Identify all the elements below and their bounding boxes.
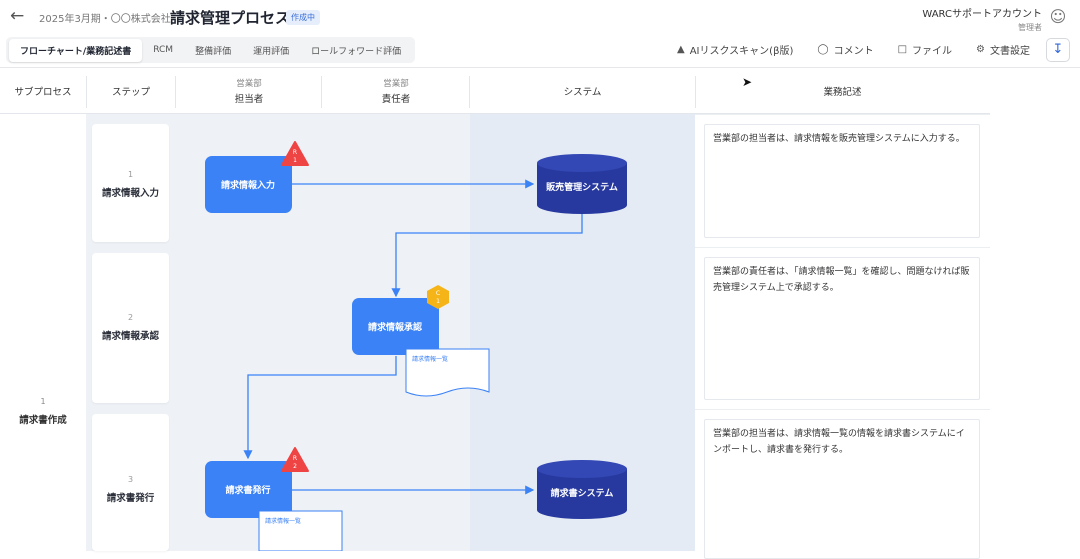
column-header-system: システム bbox=[470, 69, 695, 114]
description-row-2: 営業部の責任者は、「請求情報一覧」を確認し、問題なければ販売管理システム上で承認… bbox=[695, 247, 990, 409]
step-card-1[interactable]: 1 請求情報入力 bbox=[92, 124, 169, 242]
control-marker-icon[interactable]: C 1 bbox=[427, 285, 449, 309]
description-row-1: 営業部の担当者は、請求情報を販売管理システムに入力する。 bbox=[695, 114, 990, 247]
ai-risk-scan-label: AIリスクスキャン(β版) bbox=[689, 46, 794, 57]
step-label: 請求書発行 bbox=[106, 493, 155, 504]
step-card-2[interactable]: 2 請求情報承認 bbox=[92, 253, 169, 403]
breadcrumb: 2025年3月期・〇〇株式会社 bbox=[39, 14, 171, 25]
task-label: 請求情報入力 bbox=[221, 179, 275, 191]
description-row-3: 営業部の担当者は、請求情報一覧の情報を請求書システムにインポートし、請求書を発行… bbox=[695, 409, 990, 559]
ai-scan-icon: ▲ bbox=[676, 44, 685, 55]
download-icon[interactable]: ↧ bbox=[1046, 38, 1070, 62]
control-letter: C bbox=[436, 290, 440, 297]
user-avatar-icon[interactable]: ☺ bbox=[1049, 7, 1067, 26]
step-label: 請求情報承認 bbox=[101, 331, 159, 342]
tab-bar: フローチャート/業務記述書 RCM 整備評価 運用評価 ロールフォワード評価 bbox=[6, 37, 416, 63]
comment-label: コメント bbox=[833, 46, 874, 57]
description-text-1[interactable]: 営業部の担当者は、請求情報を販売管理システムに入力する。 bbox=[704, 124, 980, 238]
document-label: 請求情報一覧 bbox=[265, 517, 301, 525]
status-badge: 作成中 bbox=[286, 10, 320, 25]
gear-icon: ⚙ bbox=[976, 44, 985, 55]
subprocess-number: 1 bbox=[40, 397, 46, 406]
subprocess-label: 請求書作成 bbox=[19, 415, 67, 426]
database-label: 請求書システム bbox=[551, 487, 614, 499]
database-label: 販売管理システム bbox=[546, 181, 618, 193]
divider bbox=[321, 76, 322, 108]
column-header-description: 業務記述 bbox=[695, 69, 990, 114]
folder-icon: □ bbox=[897, 44, 908, 55]
step-number: 1 bbox=[127, 170, 134, 179]
system-database-invoice[interactable]: 請求書システム bbox=[537, 460, 627, 519]
step-number: 3 bbox=[127, 475, 134, 484]
divider bbox=[86, 76, 87, 108]
file-label: ファイル bbox=[912, 46, 953, 57]
comment-button[interactable]: ◯ コメント bbox=[817, 42, 873, 57]
divider bbox=[695, 76, 696, 108]
step-card-3[interactable]: 3 請求書発行 bbox=[92, 414, 169, 551]
task-label: 請求情報承認 bbox=[368, 321, 422, 333]
risk-number: 2 bbox=[293, 463, 297, 470]
risk-number: 1 bbox=[293, 157, 297, 164]
comment-icon: ◯ bbox=[817, 44, 829, 55]
action-bar: ▲ AIリスクスキャン(β版) ◯ コメント □ ファイル ⚙ 文書設定 bbox=[653, 42, 1030, 57]
account-name: WARCサポートアカウント bbox=[922, 9, 1042, 20]
subprocess-cell: 1 請求書作成 bbox=[0, 114, 86, 551]
description-text-3[interactable]: 営業部の担当者は、請求情報一覧の情報を請求書システムにインポートし、請求書を発行… bbox=[704, 419, 980, 559]
top-bar: ← 2025年3月期・〇〇株式会社 請求管理プロセス 作成中 WARCサポートア… bbox=[0, 0, 1080, 34]
step-number: 2 bbox=[127, 313, 134, 322]
column-header-lane-manager: 営業部 責任者 bbox=[322, 69, 470, 114]
document-node-invoice-list[interactable]: 請求情報一覧 bbox=[258, 510, 343, 551]
column-description-label: 業務記述 bbox=[823, 87, 862, 98]
task-node-issue[interactable]: 請求書発行 bbox=[205, 461, 292, 518]
column-header-subprocess: サブプロセス bbox=[0, 69, 86, 114]
account-role: 管理者 bbox=[1018, 23, 1042, 32]
risk-letter: R bbox=[293, 149, 297, 156]
connector-arrow bbox=[391, 214, 583, 298]
tab-rcm[interactable]: RCM bbox=[153, 45, 174, 55]
ai-risk-scan-button[interactable]: ▲ AIリスクスキャン(β版) bbox=[677, 42, 793, 57]
document-settings-label: 文書設定 bbox=[990, 46, 1030, 57]
tab-rollforward-evaluation[interactable]: ロールフォワード評価 bbox=[311, 46, 402, 57]
connector-arrow bbox=[243, 356, 397, 460]
file-button[interactable]: □ ファイル bbox=[898, 42, 952, 57]
divider bbox=[175, 76, 176, 108]
document-node-invoice-list[interactable]: 請求情報一覧 bbox=[405, 348, 490, 397]
back-arrow-icon[interactable]: ← bbox=[10, 6, 25, 26]
mouse-cursor-icon: ➤ bbox=[742, 75, 753, 89]
risk-letter: R bbox=[293, 455, 297, 462]
tab-flowchart[interactable]: フローチャート/業務記述書 bbox=[9, 38, 143, 62]
system-database-sales[interactable]: 販売管理システム bbox=[537, 154, 627, 214]
risk-marker-icon[interactable]: R 1 bbox=[281, 141, 309, 166]
description-text-2[interactable]: 営業部の責任者は、「請求情報一覧」を確認し、問題なければ販売管理システム上で承認… bbox=[704, 257, 980, 400]
account-info[interactable]: WARCサポートアカウント 管理者 bbox=[922, 5, 1042, 33]
control-number: 1 bbox=[436, 298, 440, 305]
lane1-dept: 営業部 bbox=[236, 79, 262, 89]
column-step-label: ステップ bbox=[111, 87, 150, 98]
toolbar: フローチャート/業務記述書 RCM 整備評価 運用評価 ロールフォワード評価 ▲… bbox=[0, 34, 1080, 68]
lane1-role: 担当者 bbox=[234, 94, 264, 105]
task-label: 請求書発行 bbox=[225, 484, 270, 496]
tab-design-evaluation[interactable]: 整備評価 bbox=[195, 46, 232, 57]
divider bbox=[469, 76, 470, 108]
document-label: 請求情報一覧 bbox=[412, 355, 448, 363]
column-system-label: システム bbox=[563, 87, 602, 98]
task-node-input[interactable]: 請求情報入力 bbox=[205, 156, 292, 213]
lane2-role: 責任者 bbox=[381, 94, 411, 105]
tab-operation-evaluation[interactable]: 運用評価 bbox=[253, 46, 290, 57]
task-node-approve[interactable]: 請求情報承認 bbox=[352, 298, 439, 355]
column-header-lane-staff: 営業部 担当者 bbox=[176, 69, 322, 114]
page-title: 請求管理プロセス bbox=[170, 9, 291, 27]
risk-marker-icon[interactable]: R 2 bbox=[281, 447, 309, 472]
lane2-dept: 営業部 bbox=[383, 79, 409, 89]
column-header-step: ステップ bbox=[86, 69, 176, 114]
document-settings-button[interactable]: ⚙ 文書設定 bbox=[976, 42, 1030, 57]
step-label: 請求情報入力 bbox=[101, 188, 159, 199]
column-subprocess-label: サブプロセス bbox=[14, 87, 72, 98]
